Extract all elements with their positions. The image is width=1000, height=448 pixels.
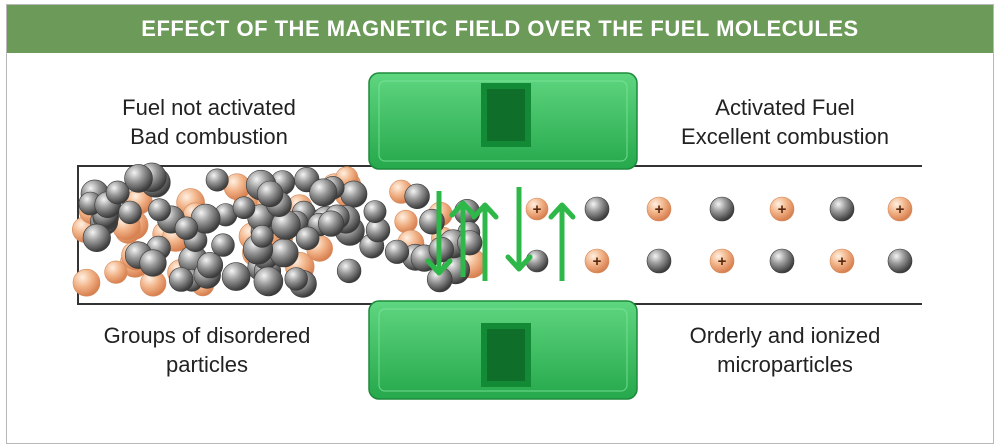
grey-molecule (384, 239, 410, 264)
caption-line: Bad combustion (130, 124, 288, 149)
grey-molecule (250, 224, 274, 248)
grey-particle (584, 196, 610, 222)
grey-molecule (253, 266, 284, 297)
ion-particle (887, 196, 913, 222)
grey-molecule (284, 267, 308, 291)
grey-molecule (211, 233, 235, 257)
grey-molecule (318, 210, 345, 237)
ion-particle (584, 248, 610, 274)
grey-molecule (340, 180, 368, 208)
grey-molecule (139, 249, 167, 277)
grey-molecule (105, 180, 130, 205)
grey-molecule (82, 223, 111, 252)
title-bar: EFFECT OF THE MAGNETIC FIELD OVER THE FU… (7, 5, 993, 53)
ion-plus-sign: + (838, 253, 847, 270)
grey-molecule (269, 238, 299, 268)
grey-molecule (174, 216, 199, 240)
field-arrows (425, 187, 576, 281)
orange-molecule (104, 260, 128, 284)
arrow-down-icon (425, 191, 453, 276)
diagram-title: EFFECT OF THE MAGNETIC FIELD OVER THE FU… (141, 16, 859, 41)
grey-particle (646, 248, 672, 274)
ion-plus-sign: + (778, 201, 787, 218)
caption-line: microparticles (717, 352, 853, 377)
top-magnet (368, 72, 638, 170)
arrow-up-icon (471, 202, 499, 281)
bottom-magnet (368, 300, 638, 400)
ion-particle (646, 196, 672, 222)
orange-molecule (72, 268, 101, 297)
caption-line: Activated Fuel (715, 95, 855, 120)
grey-molecule (118, 200, 142, 225)
grey-molecule (363, 200, 387, 224)
caption-fuel-not-activated: Fuel not activated Bad combustion (99, 93, 319, 151)
orange-molecule (394, 209, 418, 234)
caption-line: Excellent combustion (681, 124, 889, 149)
ion-plus-sign: + (533, 201, 542, 218)
caption-line: Fuel not activated (122, 95, 296, 120)
ion-plus-sign: + (896, 201, 905, 218)
grey-particle (829, 196, 855, 222)
caption-ionized-microparticles: Orderly and ionized microparticles (655, 321, 915, 379)
caption-line: Groups of disordered (103, 323, 311, 348)
grey-particle (769, 248, 795, 274)
disordered-cluster (71, 162, 487, 298)
caption-disordered-particles: Groups of disordered particles (77, 321, 337, 379)
grey-molecule (221, 262, 251, 291)
grey-molecule (196, 252, 224, 279)
ion-particle (525, 197, 549, 221)
ion-plus-sign: + (718, 253, 727, 270)
magnets (368, 72, 638, 400)
grey-molecule (148, 198, 171, 222)
caption-line: Orderly and ionized (689, 323, 881, 348)
grey-molecule (168, 267, 194, 292)
ion-particle (829, 248, 855, 274)
grey-particle (887, 248, 913, 274)
ion-plus-sign: + (593, 253, 602, 270)
grey-molecule (232, 196, 256, 219)
grey-molecule (256, 180, 284, 208)
ion-plus-sign: + (655, 201, 664, 218)
grey-molecule (336, 258, 362, 284)
caption-line: particles (166, 352, 248, 377)
grey-particle (709, 196, 735, 222)
ion-particle (709, 248, 735, 274)
caption-activated-fuel: Activated Fuel Excellent combustion (655, 93, 915, 151)
arrow-down-icon (505, 187, 533, 272)
grey-molecule (404, 183, 430, 210)
arrow-up-icon (449, 200, 477, 277)
ordered-particles: + + + + + + + (525, 196, 913, 274)
ion-particle (769, 196, 795, 222)
molecule-diagram: + + + + + + + (71, 72, 913, 400)
grey-molecule (309, 178, 338, 207)
grey-molecule (205, 168, 229, 192)
grey-molecule (124, 164, 153, 193)
grey-molecule (295, 226, 320, 251)
diagram-frame: EFFECT OF THE MAGNETIC FIELD OVER THE FU… (6, 4, 994, 444)
arrow-up-icon (548, 202, 576, 281)
